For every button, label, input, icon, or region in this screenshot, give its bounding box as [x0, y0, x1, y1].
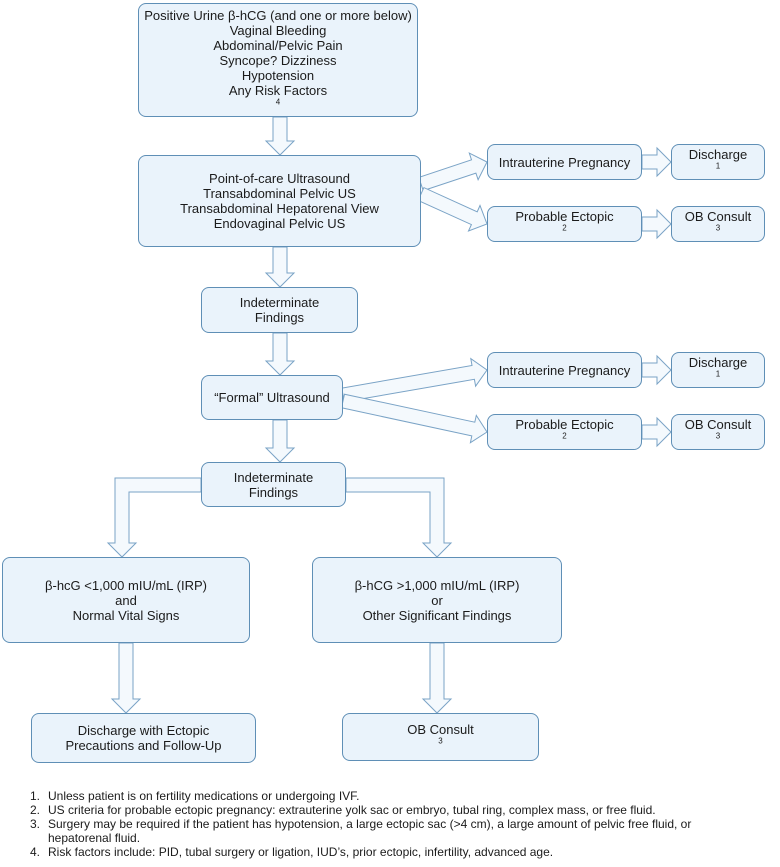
ectopic-1-footnote-ref: 2	[562, 223, 567, 233]
discharge-with-precautions-box: Discharge with Ectopic Precautions and F…	[31, 713, 256, 763]
ob-1-label: OB Consult	[684, 209, 752, 224]
ob-1-footnote-ref: 3	[715, 223, 721, 233]
footnote-1: 1. Unless patient is on fertility medica…	[30, 789, 770, 803]
arrow-poc-to-iup	[418, 152, 488, 192]
arrow-high-hcg-to-ob	[421, 642, 453, 714]
indeterminate-findings-box-1: Indeterminate Findings	[201, 287, 358, 333]
arrow-iup-to-discharge-2	[641, 354, 672, 386]
formal-us-label: “Formal” Ultrasound	[214, 390, 330, 405]
risk-factors-label: Any Risk Factors	[228, 82, 328, 98]
high-hcg-line-3: Other Significant Findings	[362, 607, 512, 623]
footnote-2-text: US criteria for probable ectopic pregnan…	[48, 803, 656, 817]
footnotes: 1. Unless patient is on fertility medica…	[30, 789, 770, 859]
intrauterine-pregnancy-box-1: Intrauterine Pregnancy	[487, 144, 642, 180]
arrow-formal-to-indeterminate	[264, 419, 296, 463]
ectopic-2-label: Probable Ectopic	[515, 417, 614, 432]
high-hcg-line-1: β-hCG >1,000 mIU/mL (IRP)	[354, 577, 520, 593]
low-hcg-line-1: β-hcG <1,000 mIU/mL (IRP)	[45, 577, 207, 593]
arrow-low-hcg-to-discharge	[110, 642, 142, 714]
poc-line-1: Point-of-care Ultrasound	[209, 171, 350, 186]
initial-line-4: Syncope? Dizziness	[219, 52, 337, 68]
iup-2-label: Intrauterine Pregnancy	[498, 362, 631, 378]
high-hcg-line-2: or	[431, 592, 443, 608]
ob-2-footnote-ref: 3	[715, 431, 721, 441]
intrauterine-pregnancy-box-2: Intrauterine Pregnancy	[487, 352, 642, 388]
discharge-2-footnote-ref: 1	[715, 369, 721, 379]
low-hcg-line-2: and	[115, 592, 137, 608]
arrow-poc-to-ectopic	[417, 186, 488, 232]
discharge-1-footnote-ref: 1	[715, 161, 721, 171]
formal-ultrasound-box: “Formal” Ultrasound	[201, 375, 343, 420]
arrow-poc-to-indeterminate	[264, 246, 296, 288]
point-of-care-ultrasound-box: Point-of-care Ultrasound Transabdominal …	[138, 155, 421, 247]
indeterminate-1-line-2: Findings	[254, 310, 305, 325]
indeterminate-1-line-1: Indeterminate	[239, 295, 320, 310]
arrow-ectopic-to-ob-1	[641, 208, 672, 240]
initial-line-3: Abdominal/Pelvic Pain	[213, 37, 343, 53]
arrow-ectopic-to-ob-2	[641, 416, 672, 448]
arrow-indeterminate-to-formal	[264, 332, 296, 376]
ectopic-1-label: Probable Ectopic	[515, 209, 614, 224]
footnote-1-number: 1.	[30, 789, 41, 803]
discharge-ectopic-line-1: Discharge with Ectopic	[77, 723, 210, 738]
initial-line-5: Hypotension	[241, 67, 315, 83]
initial-line-2: Vaginal Bleeding	[229, 22, 327, 38]
ob-final-label: OB Consult	[407, 722, 474, 737]
footnote-3: 3. Surgery may be required if the patien…	[30, 817, 770, 845]
ectopic-2-footnote-ref: 2	[562, 431, 567, 441]
footnote-3-number: 3.	[30, 817, 41, 831]
poc-line-3: Transabdominal Hepatorenal View	[180, 201, 379, 216]
arrow-initial-to-poc	[264, 116, 296, 156]
footnote-1-text: Unless patient is on fertility medicatio…	[48, 789, 360, 803]
arrow-indeterminate-to-high-hcg	[345, 477, 453, 558]
footnote-4: 4. Risk factors include: PID, tubal surg…	[30, 845, 770, 859]
low-hcg-box: β-hcG <1,000 mIU/mL (IRP) and Normal Vit…	[2, 557, 250, 643]
footnote-2-number: 2.	[30, 803, 41, 817]
high-hcg-box: β-hCG >1,000 mIU/mL (IRP) or Other Signi…	[312, 557, 562, 643]
poc-line-2: Transabdominal Pelvic US	[203, 186, 356, 201]
arrow-formal-to-iup	[341, 357, 488, 403]
initial-line-1: Positive Urine β-hCG (and one or more be…	[144, 7, 412, 23]
indeterminate-2-line-1: Indeterminate	[233, 469, 314, 485]
arrow-formal-to-ectopic	[340, 393, 488, 444]
footnote-2: 2. US criteria for probable ectopic preg…	[30, 803, 770, 817]
arrow-iup-to-discharge-1	[641, 146, 672, 178]
low-hcg-line-3: Normal Vital Signs	[72, 607, 180, 623]
ob-2-label: OB Consult	[684, 417, 752, 432]
iup-1-label: Intrauterine Pregnancy	[498, 154, 631, 170]
indeterminate-2-line-2: Findings	[248, 484, 299, 500]
footnote-4-text: Risk factors include: PID, tubal surgery…	[48, 845, 554, 859]
discharge-1-label: Discharge	[688, 147, 748, 162]
discharge-ectopic-line-2: Precautions and Follow-Up	[65, 738, 222, 753]
discharge-2-label: Discharge	[688, 355, 748, 370]
arrow-indeterminate-to-low-hcg	[106, 477, 202, 558]
footnote-3-text: Surgery may be required if the patient h…	[48, 817, 692, 845]
footnote-4-number: 4.	[30, 845, 41, 859]
initial-presentation-box: Positive Urine β-hCG (and one or more be…	[138, 3, 418, 117]
poc-line-4: Endovaginal Pelvic US	[213, 216, 346, 231]
indeterminate-findings-box-2: Indeterminate Findings	[201, 462, 346, 507]
risk-factors-footnote-ref: 4	[275, 97, 281, 107]
ob-final-footnote-ref: 3	[438, 736, 443, 746]
